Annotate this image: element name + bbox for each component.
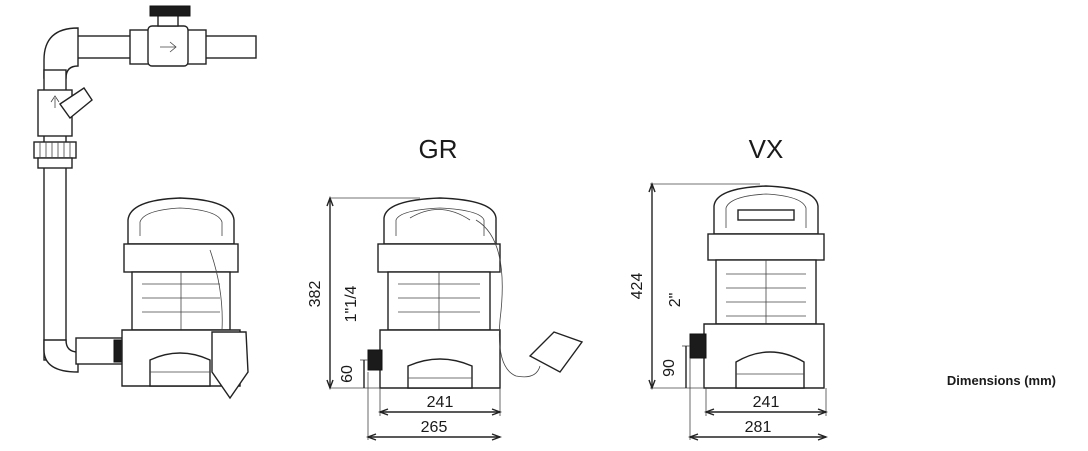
pump-illustration xyxy=(121,197,249,400)
vx-title: VX xyxy=(749,134,784,164)
check-valve xyxy=(37,87,93,137)
gr-height-label: 382 xyxy=(307,281,324,308)
vx-pump-drawing xyxy=(689,185,825,389)
gr-title: GR xyxy=(419,134,458,164)
installation-illustration xyxy=(33,5,257,400)
vx-height-label: 424 xyxy=(629,273,646,300)
gr-total-width-label: 265 xyxy=(421,419,448,436)
vx-outlet-height-label: 90 xyxy=(661,359,678,377)
gr-pump-drawing xyxy=(367,197,584,389)
gr-outlet-height-label: 60 xyxy=(339,365,356,383)
vx-base-width-label: 241 xyxy=(753,394,780,411)
units-note: Dimensions (mm) xyxy=(946,373,1056,388)
ball-valve xyxy=(129,5,207,67)
vx-outlet-icon xyxy=(689,333,707,359)
gr-outlet-icon xyxy=(367,349,383,371)
vx-outlet-label: 2" xyxy=(667,293,684,308)
gr-outlet-label: 1"1/4 xyxy=(343,285,360,322)
pipe-union xyxy=(33,141,77,169)
vx-total-width-label: 281 xyxy=(745,419,772,436)
gr-base-width-label: 241 xyxy=(427,394,454,411)
vx-model: VX 424 2" 90 xyxy=(629,134,828,441)
gr-model: GR 382 1"1/4 60 xyxy=(307,134,584,441)
bottom-elbow xyxy=(43,339,79,373)
